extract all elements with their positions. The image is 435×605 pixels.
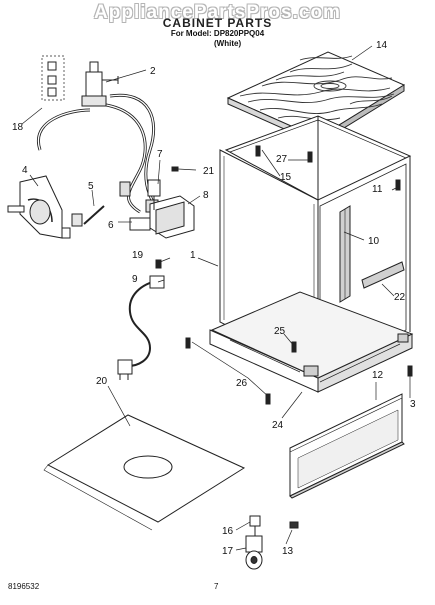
callout-26: 26 [236, 378, 248, 389]
kick-panel-part [289, 393, 405, 499]
screw-set [155, 145, 413, 405]
callout-16: 16 [222, 526, 234, 537]
power-cord-part [117, 275, 165, 380]
callout-10: 10 [368, 236, 380, 247]
callout-5: 5 [88, 181, 94, 192]
hose-bracket-part [7, 175, 71, 239]
callout-4: 4 [22, 165, 28, 176]
watermark-text: AppliancePartsPros.com [94, 2, 341, 23]
caster-part [245, 515, 263, 570]
callout-1: 1 [190, 250, 196, 261]
callout-20: 20 [96, 376, 108, 387]
callout-13: 13 [282, 546, 294, 557]
callout-17: 17 [222, 546, 234, 557]
callout-22: 22 [394, 292, 406, 303]
callout-11: 11 [372, 184, 383, 195]
water-valve-part [36, 61, 162, 214]
model-number: For Model: DP820PPQ04 [170, 29, 265, 38]
callout-19: 19 [132, 250, 144, 261]
callout-15: 15 [280, 172, 292, 183]
callout-2: 2 [150, 66, 156, 77]
floor-pad-part [43, 414, 246, 531]
callout-25: 25 [274, 326, 286, 337]
callout-21: 21 [203, 166, 215, 177]
callout-8: 8 [203, 190, 209, 201]
page-number: 7 [214, 582, 219, 591]
callout-6: 6 [108, 220, 114, 231]
callout-27: 27 [276, 154, 288, 165]
bottom-brace-part [361, 261, 405, 289]
clip-part [71, 205, 105, 227]
brace-part [339, 205, 351, 303]
leader-lines [21, 45, 411, 551]
callout-24: 24 [272, 420, 284, 431]
callout-7: 7 [157, 149, 163, 160]
color-note: (White) [214, 39, 242, 48]
vent-part [129, 179, 195, 239]
callout-18: 18 [12, 122, 24, 133]
callout-3: 3 [410, 399, 416, 410]
callout-14: 14 [376, 40, 388, 51]
document-number: 8196532 [8, 582, 40, 591]
callout-labels: 14 2 18 4 5 6 7 8 21 19 9 1 10 11 27 15 … [12, 40, 416, 557]
fittings-inset [41, 55, 65, 101]
screw-13-part [289, 521, 299, 529]
page-title: CABINET PARTS [162, 16, 273, 30]
callout-12: 12 [372, 370, 384, 381]
callout-9: 9 [132, 274, 138, 285]
wood-top-part [226, 51, 406, 145]
